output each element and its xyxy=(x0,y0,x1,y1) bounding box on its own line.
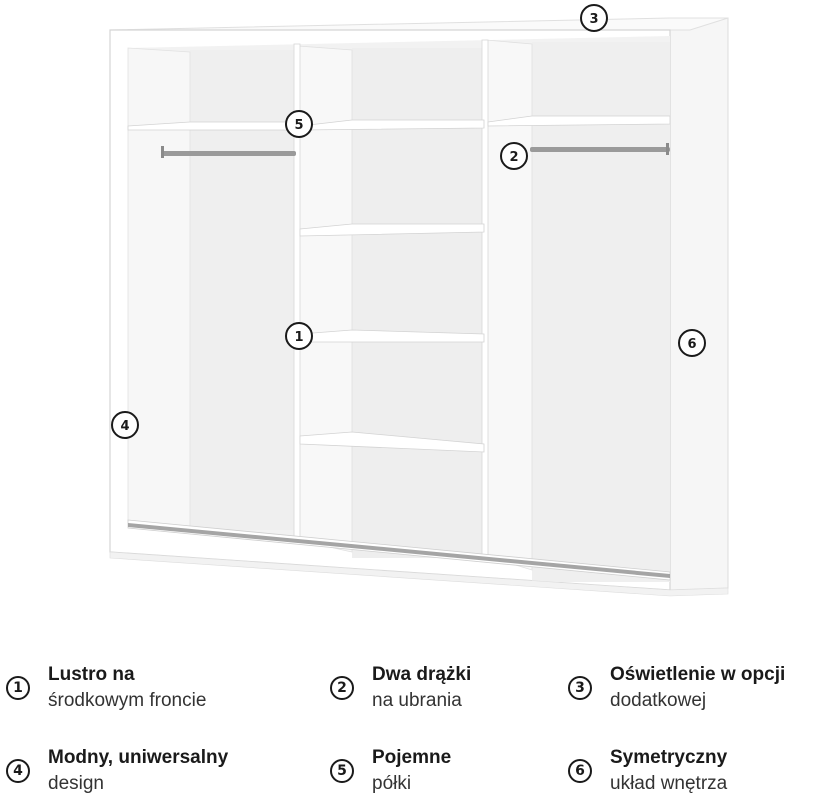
legend-number-2: 2 xyxy=(330,676,354,700)
marker-1: 1 xyxy=(285,322,313,350)
legend-subtitle-1: środkowym froncie xyxy=(48,690,207,711)
legend-number-5: 5 xyxy=(330,759,354,783)
sliding-door-rail xyxy=(128,523,670,578)
marker-3: 3 xyxy=(580,4,608,32)
marker-6-label: 6 xyxy=(687,337,696,352)
legend-number-1: 1 xyxy=(6,676,30,700)
legend-item-6: 6 Symetryczny układ wnętrza xyxy=(568,745,727,797)
legend-number-4: 4 xyxy=(6,759,30,783)
marker-5: 5 xyxy=(285,110,313,138)
legend-text-6: Symetryczny układ wnętrza xyxy=(610,745,727,797)
legend-number-3: 3 xyxy=(568,676,592,700)
legend-text-5: Pojemne półki xyxy=(372,745,451,797)
marker-3-label: 3 xyxy=(589,12,598,27)
legend-text-2: Dwa drążki na ubrania xyxy=(372,662,471,714)
cabinet-top xyxy=(109,17,729,31)
legend-subtitle-5: półki xyxy=(372,773,412,794)
legend-subtitle-2: na ubrania xyxy=(372,690,462,711)
left-inner-wall xyxy=(127,47,191,529)
cabinet-side-right xyxy=(669,17,729,591)
marker-4: 4 xyxy=(111,411,139,439)
marker-2-label: 2 xyxy=(509,150,518,165)
legend-item-2: 2 Dwa drążki na ubrania xyxy=(330,662,471,714)
top-shelf-right xyxy=(487,115,671,127)
legend-item-1: 1 Lustro na środkowym froncie xyxy=(6,662,206,714)
marker-6: 6 xyxy=(678,329,706,357)
legend-title-1: Lustro na xyxy=(48,664,135,685)
legend-item-3: 3 Oświetlenie w opcji dodatkowej xyxy=(568,662,785,714)
marker-4-label: 4 xyxy=(120,419,129,434)
rail-bracket-left xyxy=(161,146,164,158)
legend-title-6: Symetryczny xyxy=(610,747,728,768)
clothes-rail-left xyxy=(162,151,296,156)
rail-bracket-right xyxy=(666,143,669,155)
plinth xyxy=(109,551,729,597)
center-shelf-1 xyxy=(299,223,485,237)
legend-subtitle-4: design xyxy=(48,773,104,794)
legend-item-5: 5 Pojemne półki xyxy=(330,745,451,797)
legend-number-6: 6 xyxy=(568,759,592,783)
right-compartment-back xyxy=(532,42,670,582)
marker-1-label: 1 xyxy=(294,330,303,345)
center-shelf-3 xyxy=(299,431,485,453)
legend-title-3: Oświetlenie w opcji xyxy=(610,664,786,685)
legend-title-4: Modny, uniwersalny xyxy=(48,747,229,768)
divider-right xyxy=(481,39,489,559)
legend-title-5: Pojemne xyxy=(372,747,452,768)
legend-title-2: Dwa drążki xyxy=(372,664,472,685)
marker-2: 2 xyxy=(500,142,528,170)
legend-text-4: Modny, uniwersalny design xyxy=(48,745,228,797)
clothes-rail-right xyxy=(530,147,670,152)
legend-subtitle-6: układ wnętrza xyxy=(610,773,728,794)
legend-text-1: Lustro na środkowym froncie xyxy=(48,662,206,714)
center-compartment-back xyxy=(352,48,484,558)
legend-item-4: 4 Modny, uniwersalny design xyxy=(6,745,228,797)
wardrobe-illustration: 1 2 3 4 5 6 xyxy=(109,4,729,597)
legend-subtitle-3: dodatkowej xyxy=(610,690,707,711)
legend-text-3: Oświetlenie w opcji dodatkowej xyxy=(610,662,785,714)
marker-5-label: 5 xyxy=(294,118,303,133)
